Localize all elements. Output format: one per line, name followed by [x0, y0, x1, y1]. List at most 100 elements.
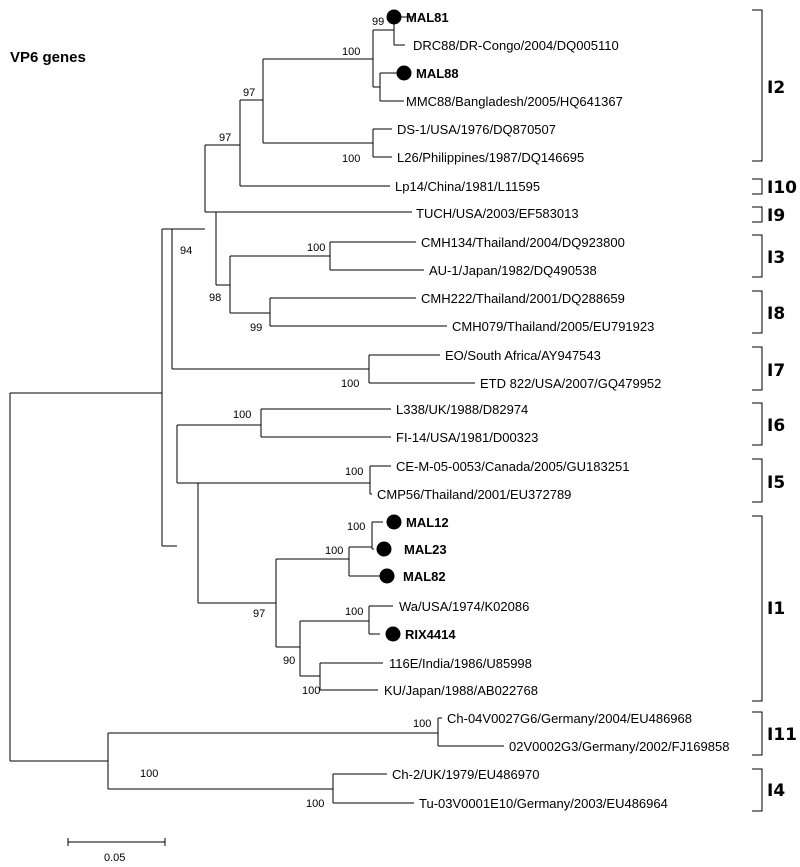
leaf-label: Ch-04V0027G6/Germany/2004/EU486968 — [447, 711, 692, 726]
bootstrap-value: 100 — [345, 606, 363, 618]
leaf-label: Ch-2/UK/1979/EU486970 — [392, 767, 539, 782]
clade-label: I9 — [767, 206, 785, 226]
clade-label: I4 — [767, 781, 785, 801]
leaf-label: Wa/USA/1974/K02086 — [399, 599, 529, 614]
leaf-label: RIX4414 — [405, 627, 456, 642]
clade-label: I2 — [767, 78, 785, 98]
bootstrap-value: 100 — [306, 798, 324, 810]
bootstrap-value: 100 — [342, 153, 360, 165]
branch — [299, 620, 369, 677]
bootstrap-value: 98 — [209, 292, 221, 304]
leaf-label: CMH222/Thailand/2001/DQ288659 — [421, 291, 625, 306]
clade-brackets: I2 I10 I9 I3 I8 I7 I6 I5 I1 I11 I4 — [752, 9, 797, 812]
branch — [329, 241, 424, 271]
tree-branches — [9, 16, 504, 804]
bootstrap-value: 99 — [372, 16, 384, 28]
marker-dot — [379, 568, 395, 584]
clade-bracket — [752, 515, 763, 702]
branch — [379, 72, 404, 102]
marker-dot — [385, 626, 401, 642]
root-branch — [9, 392, 162, 762]
bootstrap-value: 100 — [233, 409, 251, 421]
branch — [275, 558, 349, 648]
leaf-label: 02V0002G3/Germany/2002/FJ169858 — [509, 739, 729, 754]
leaf-label: EO/South Africa/AY947543 — [445, 348, 601, 363]
branch — [372, 128, 392, 158]
clade-bracket — [752, 346, 763, 391]
bootstrap-value: 100 — [325, 545, 343, 557]
marker-dot — [386, 514, 402, 530]
clade-bracket — [752, 234, 763, 278]
branch — [107, 732, 438, 790]
branch — [161, 228, 177, 547]
leaf-label: Tu-03V0001E10/Germany/2003/EU486964 — [419, 796, 668, 811]
clade-bracket — [752, 768, 763, 812]
branch — [215, 212, 230, 286]
branch — [319, 662, 383, 691]
clade-label: I10 — [767, 178, 797, 198]
bootstrap-value: 100 — [140, 768, 158, 780]
bootstrap-value: 100 — [347, 521, 365, 533]
branch — [262, 58, 373, 144]
scale-bar-line — [67, 838, 166, 846]
clade-bracket — [752, 458, 763, 503]
branch — [348, 546, 380, 577]
bootstrap-value: 99 — [250, 322, 262, 334]
leaf-label: KU/Japan/1988/AB022768 — [384, 683, 538, 698]
bootstrap-value: 90 — [283, 655, 295, 667]
bootstrap-value: 100 — [307, 242, 325, 254]
bootstrap-value: 97 — [243, 87, 255, 99]
branch — [437, 717, 504, 747]
bootstrap-value: 97 — [219, 132, 231, 144]
scale-bar-label: 0.05 — [104, 852, 125, 864]
clade-label: I5 — [767, 473, 785, 493]
leaf-label: 116E/India/1986/U85998 — [389, 656, 532, 671]
clade-bracket — [752, 402, 763, 446]
clade-label: I7 — [767, 361, 785, 381]
leaf-label: MAL82 — [403, 569, 446, 584]
leaf-label: MAL23 — [404, 542, 447, 557]
marker-dot — [396, 65, 412, 81]
bootstrap-value: 94 — [180, 245, 192, 257]
clade-bracket — [752, 9, 763, 162]
branch — [204, 144, 240, 213]
clade-bracket — [752, 206, 763, 223]
bootstrap-value: 100 — [413, 718, 431, 730]
branch — [239, 99, 390, 187]
leaf-labels: MAL81 DRC88/DR-Congo/2004/DQ005110 MAL88… — [377, 10, 729, 811]
clade-bracket — [752, 178, 763, 195]
branch — [371, 521, 383, 550]
branch — [260, 408, 391, 438]
branch — [368, 354, 475, 384]
branch — [269, 297, 447, 327]
leaf-label: DRC88/DR-Congo/2004/DQ005110 — [413, 38, 619, 53]
branch — [176, 424, 261, 484]
marker-dot — [386, 9, 402, 25]
leaf-label: L26/Philippines/1987/DQ146695 — [397, 150, 584, 165]
branch — [197, 482, 370, 604]
leaf-markers — [376, 9, 412, 642]
branch — [372, 29, 394, 88]
leaf-label: CMH134/Thailand/2004/DQ923800 — [421, 235, 625, 250]
clade-bracket — [752, 290, 763, 334]
leaf-label: DS-1/USA/1976/DQ870507 — [397, 122, 556, 137]
clade-label: I8 — [767, 304, 785, 324]
bootstrap-values: 99 100 97 100 97 94 100 98 99 100 100 10… — [140, 16, 431, 780]
leaf-label: MAL12 — [406, 515, 449, 530]
leaf-label: MMC88/Bangladesh/2005/HQ641367 — [406, 94, 623, 109]
leaf-label: MAL88 — [416, 66, 459, 81]
leaf-label: L338/UK/1988/D82974 — [396, 402, 528, 417]
bootstrap-value: 100 — [302, 685, 320, 697]
scale-bar: 0.05 — [67, 838, 166, 864]
leaf-label: TUCH/USA/2003/EF583013 — [416, 206, 579, 221]
bootstrap-value: 100 — [341, 378, 359, 390]
marker-dot — [376, 541, 392, 557]
clade-bracket — [752, 711, 763, 756]
leaf-label: AU-1/Japan/1982/DQ490538 — [429, 263, 597, 278]
clade-label: I1 — [767, 599, 785, 619]
leaf-label: ETD 822/USA/2007/GQ479952 — [480, 376, 661, 391]
clade-label: I6 — [767, 416, 785, 436]
bootstrap-value: 100 — [342, 46, 360, 58]
leaf-label: Lp14/China/1981/L11595 — [395, 179, 540, 194]
